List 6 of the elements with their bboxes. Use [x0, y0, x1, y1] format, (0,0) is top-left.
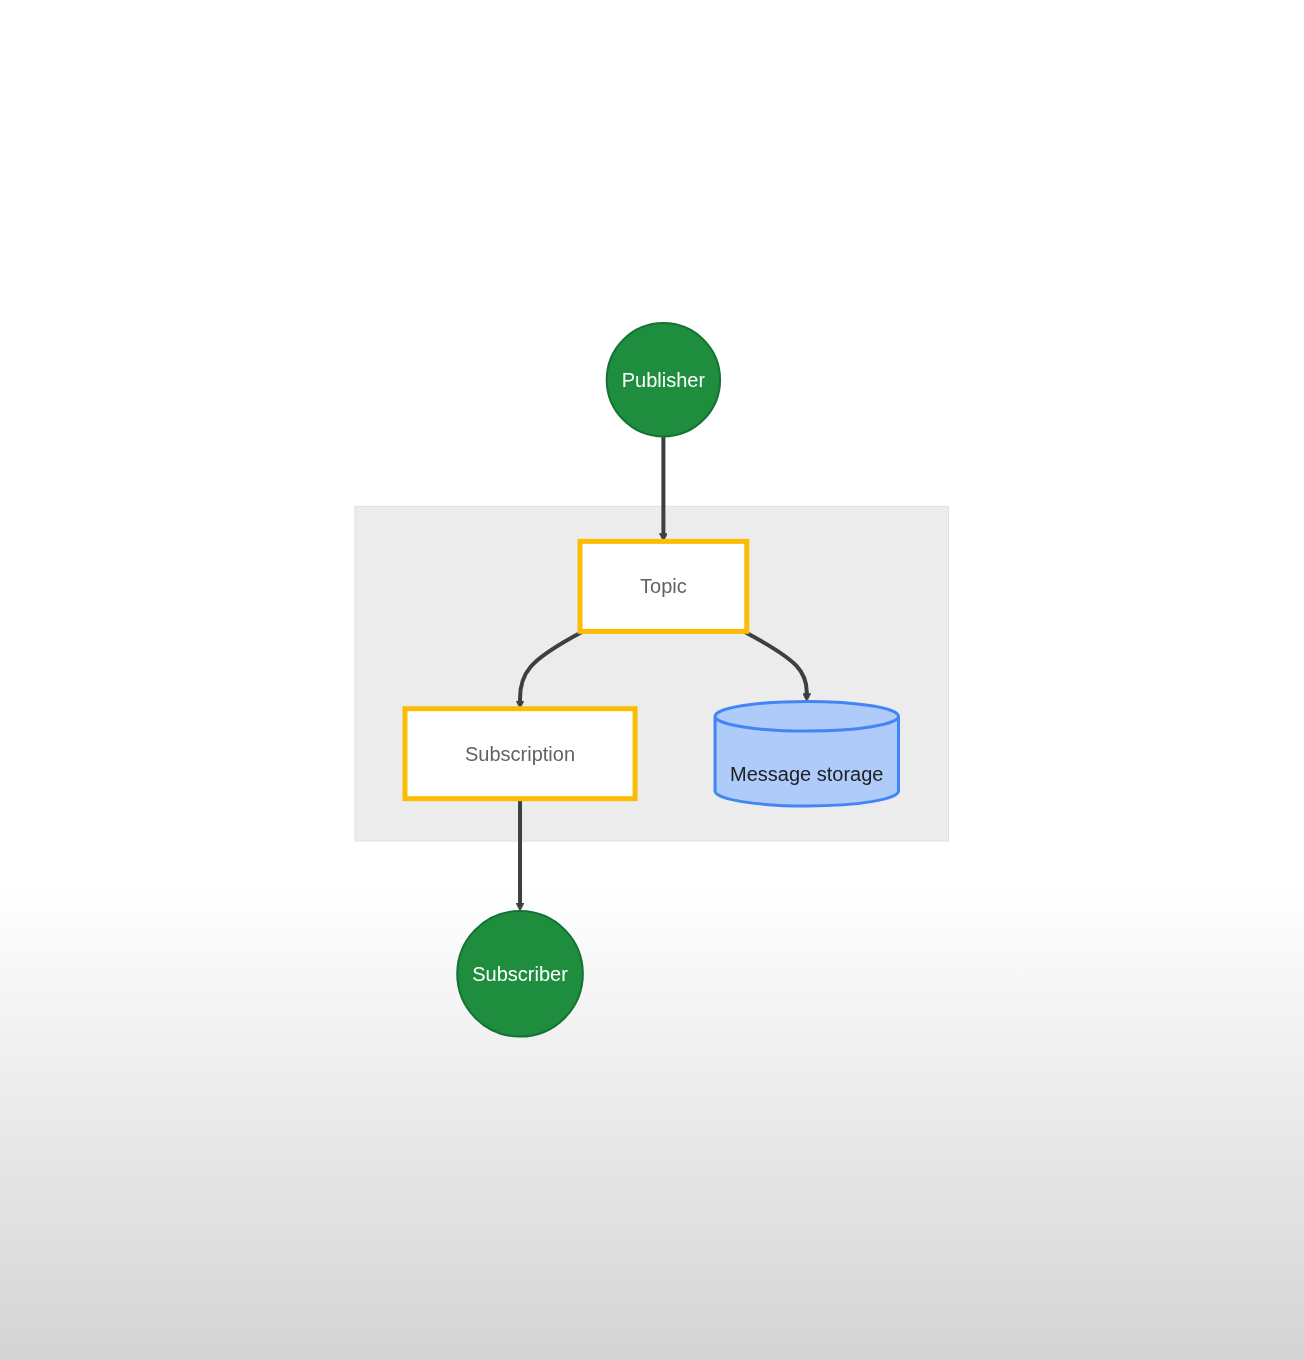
node-circle — [605, 322, 722, 438]
node-circle — [456, 910, 585, 1038]
node-box — [402, 706, 638, 802]
node-box — [577, 539, 750, 635]
cluster — [354, 506, 950, 842]
arrow — [743, 629, 812, 702]
